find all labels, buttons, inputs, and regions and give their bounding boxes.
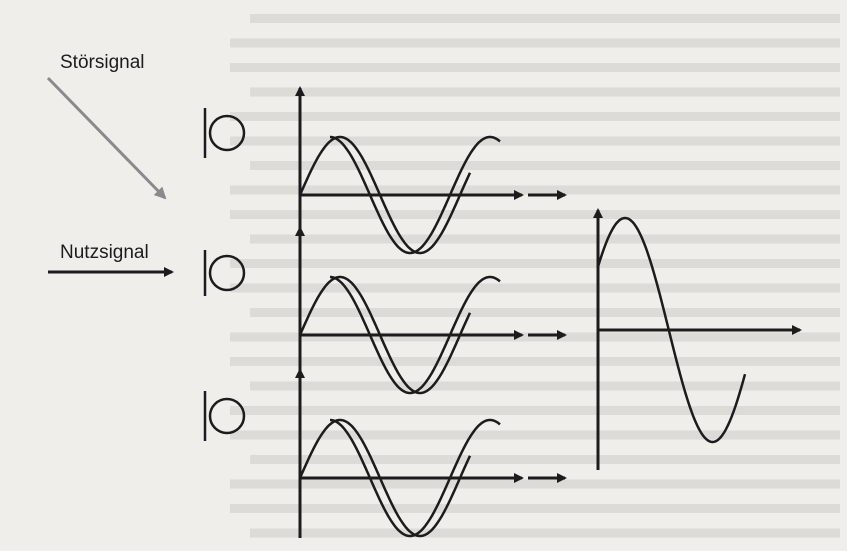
phasor-icon-1 <box>203 108 246 158</box>
bleed-line <box>230 504 840 513</box>
bleed-line <box>250 381 840 391</box>
bleed-line <box>250 87 840 97</box>
bleed-line <box>250 528 840 538</box>
bleed-line <box>250 14 840 23</box>
bleed-line <box>230 63 840 72</box>
bleed-line <box>250 161 840 170</box>
phasor-icon-3 <box>203 391 246 441</box>
bleed-line <box>230 332 840 342</box>
bleed-line <box>230 430 840 440</box>
bleed-line <box>230 210 840 219</box>
useful-wave <box>330 418 501 538</box>
bleed-line <box>230 112 840 121</box>
bleed-line <box>250 234 840 244</box>
wave-plot-middle <box>295 226 524 395</box>
bleed-line <box>230 38 840 48</box>
disturbance-wave <box>298 135 472 255</box>
bleed-line <box>230 479 840 489</box>
phasor-icon-2 <box>203 250 246 296</box>
bleed-line <box>230 259 840 268</box>
bleed-line <box>250 308 840 317</box>
useful-wave <box>330 135 501 255</box>
wave-plot-bottom <box>295 368 524 538</box>
stoersignal-label: Störsignal <box>60 52 145 73</box>
nutzsignal-label: Nutzsignal <box>60 242 149 263</box>
stoersignal-arrow <box>46 76 167 200</box>
wave-plot-top <box>295 86 524 255</box>
bleed-line <box>230 406 840 415</box>
sum-wave <box>596 216 747 444</box>
bleed-line <box>230 357 840 366</box>
disturbance-wave <box>298 275 472 395</box>
bleed-line <box>230 283 840 293</box>
useful-wave <box>330 275 501 395</box>
bleed-through-text <box>230 14 840 538</box>
bleed-line <box>230 136 840 146</box>
disturbance-wave <box>298 418 472 538</box>
bleed-line <box>230 185 840 195</box>
bleed-line <box>250 455 840 464</box>
superposition-result-plot <box>593 208 802 470</box>
